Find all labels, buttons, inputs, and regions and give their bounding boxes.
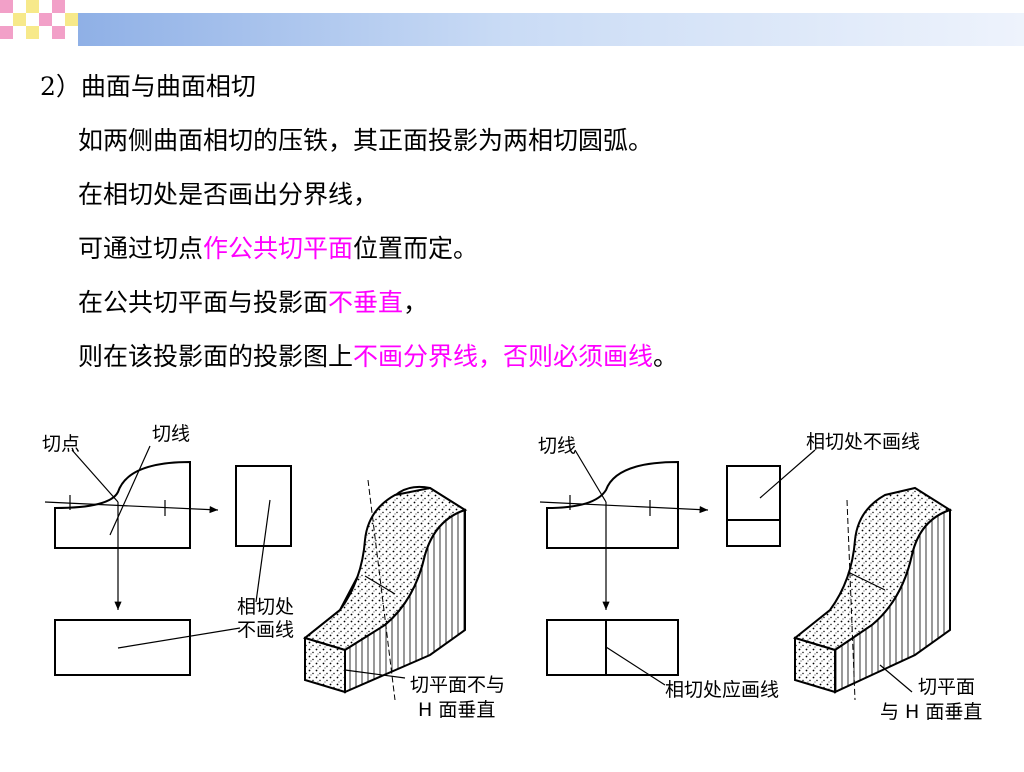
label-no-line-1: 相切处	[237, 596, 294, 618]
label-no-line: 相切处不画线	[806, 431, 920, 453]
decor-square	[65, 13, 78, 26]
decor-square	[52, 26, 65, 39]
label-tangent-point: 切点	[42, 433, 80, 455]
right-figure-labels: 切线 相切处不画线 相切处应画线 切平面 与 H 面垂直	[538, 431, 982, 723]
figures-area: 切点 切线 相切处 不画线 切平面不与 H 面垂直 切线	[0, 410, 1024, 768]
text-plain: 可通过切点	[78, 234, 204, 263]
left-side-view	[235, 465, 292, 547]
label-tangent-line: 切线	[152, 423, 190, 445]
right-front-view	[546, 460, 679, 549]
label-plane-2: H 面垂直	[418, 699, 495, 721]
text-line-3: 可通过切点作公共切平面位置而定。	[40, 222, 1000, 276]
decor-square	[13, 13, 26, 26]
text-line-1: 如两侧曲面相切的压铁，其正面投影为两相切圆弧。	[78, 126, 654, 155]
text-line-2: 在相切处是否画出分界线，	[78, 180, 379, 209]
right-figure	[539, 449, 953, 701]
text-plain: ，	[403, 288, 429, 317]
left-top-view	[54, 619, 191, 676]
text-plain: 位置而定。	[353, 234, 479, 263]
text-plain: 在公共切平面与投影面	[78, 288, 329, 317]
left-figure-labels: 切点 切线 相切处 不画线 切平面不与 H 面垂直	[42, 423, 505, 721]
label-right-tangent-line: 切线	[538, 435, 576, 457]
text-highlight: 作公共切平面	[203, 234, 354, 263]
decor-square	[26, 26, 39, 39]
decor-square	[0, 26, 13, 39]
top-decoration-band	[0, 0, 1024, 46]
text-highlight: 不垂直	[328, 288, 404, 317]
label-right-plane-1: 切平面	[918, 676, 975, 698]
left-isometric-solid	[302, 479, 468, 701]
label-no-line-2: 不画线	[237, 619, 294, 641]
section-heading: 2）曲面与曲面相切	[40, 72, 256, 101]
decor-square	[39, 13, 52, 26]
decor-square	[26, 0, 39, 13]
label-plane-1: 切平面不与	[410, 674, 505, 696]
left-figure	[44, 445, 468, 701]
label-right-plane-2: 与 H 面垂直	[880, 701, 982, 723]
left-front-view	[54, 460, 191, 549]
right-isometric-solid	[792, 486, 953, 701]
decor-square	[52, 0, 65, 13]
text-highlight: 不画分界线，否则必须画线	[353, 342, 654, 371]
label-draw-line: 相切处应画线	[665, 679, 779, 701]
text-line-5: 则在该投影面的投影图上不画分界线，否则必须画线。	[40, 330, 1000, 384]
text-plain: 则在该投影面的投影图上	[78, 342, 354, 371]
right-top-view	[546, 619, 679, 676]
slide-text: 2）曲面与曲面相切 如两侧曲面相切的压铁，其正面投影为两相切圆弧。 在相切处是否…	[40, 60, 1000, 384]
decor-square	[0, 0, 13, 13]
left-projection-line-h	[44, 501, 219, 514]
text-plain: 。	[653, 342, 679, 371]
top-gradient-bar	[78, 13, 1024, 46]
technical-drawings: 切点 切线 相切处 不画线 切平面不与 H 面垂直 切线	[42, 423, 982, 723]
text-line-4: 在公共切平面与投影面不垂直，	[40, 276, 1000, 330]
right-side-view	[726, 465, 781, 547]
